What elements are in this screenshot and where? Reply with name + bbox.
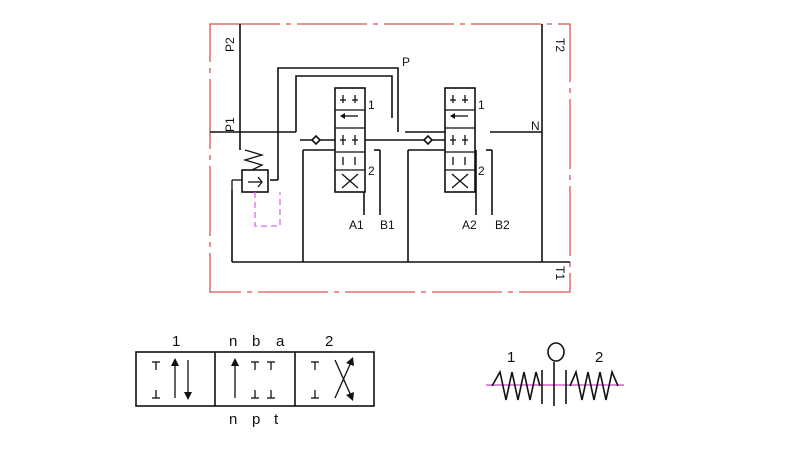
directional-valve-1: 1 2 (334, 87, 375, 193)
legend-top-a-label: a (276, 333, 285, 350)
detent-legend: 1 2 (486, 342, 624, 406)
legend-bottom-p-label: p (252, 411, 260, 428)
port-p2-label: P2 (223, 37, 237, 52)
legend-bottom-t-label: t (274, 411, 279, 428)
port-t2-label: T2 (553, 38, 567, 52)
valve-legend: 1 2 n b a n p t (135, 333, 375, 428)
port-n-label: N (531, 119, 540, 133)
legend-top-n-label: n (229, 333, 237, 350)
legend-pos1-label: 1 (172, 333, 180, 350)
directional-valve-2: 1 2 (444, 87, 485, 193)
legend-top-b-label: b (252, 333, 260, 350)
valve1-pos1-label: 1 (368, 98, 375, 112)
valve2-pos2-label: 2 (478, 164, 485, 178)
valve2-pos1-label: 1 (478, 98, 485, 112)
legend-pos2-label: 2 (325, 333, 333, 350)
valve1-pos2-label: 2 (368, 164, 375, 178)
port-a2-label: A2 (462, 218, 477, 232)
relief-valve (231, 149, 281, 227)
port-b1-label: B1 (380, 218, 395, 232)
port-p1-label: P1 (223, 117, 237, 132)
legend-bottom-n-label: n (229, 411, 237, 428)
port-t1-label: T1 (553, 266, 567, 280)
valve-block-boundary (209, 23, 571, 293)
port-b2-label: B2 (495, 218, 510, 232)
detent-label-2: 2 (595, 349, 603, 366)
port-p-label: P (402, 55, 410, 69)
detent-label-1: 1 (507, 349, 515, 366)
port-a1-label: A1 (349, 218, 364, 232)
